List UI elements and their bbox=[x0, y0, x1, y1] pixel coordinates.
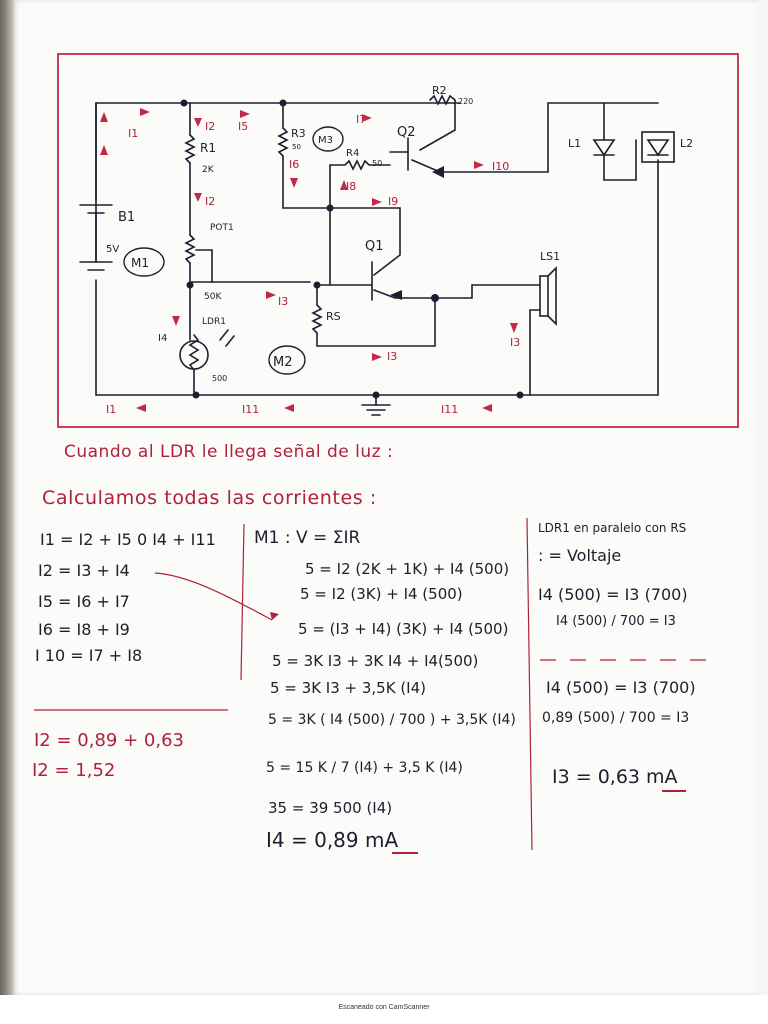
right-result-i3: I3 = 0,63 mA bbox=[552, 766, 678, 788]
label-r3-value: 50 bbox=[292, 143, 301, 151]
mid-equation-8: 35 = 39 500 (I4) bbox=[268, 799, 393, 817]
right-title: LDR1 en paralelo con RS bbox=[538, 521, 687, 535]
right-subtitle: : = Voltaje bbox=[538, 546, 622, 565]
label-q2: Q2 bbox=[397, 125, 416, 140]
left-equation-5: I 10 = I7 + I8 bbox=[35, 646, 143, 665]
left-result-1: I2 = 0,89 + 0,63 bbox=[34, 730, 184, 751]
current-i3-bottom: I3 bbox=[387, 350, 397, 363]
label-r4: R4 bbox=[346, 148, 359, 159]
scan-bottom-bar bbox=[0, 995, 768, 1024]
label-ls1: LS1 bbox=[540, 250, 560, 263]
scanner-page-edge bbox=[0, 0, 14, 995]
label-b1: B1 bbox=[118, 210, 135, 225]
current-i2-mid: I2 bbox=[205, 195, 215, 208]
label-ldr1-value: 500 bbox=[212, 374, 227, 383]
label-b1-value: 5V bbox=[106, 244, 119, 255]
mid-equation-7: 5 = 15 K / 7 (I4) + 3,5 K (I4) bbox=[266, 760, 463, 776]
right-equation-3: I4 (500) = I3 (700) bbox=[546, 678, 696, 697]
current-i3-right: I3 bbox=[510, 336, 520, 349]
mid-equation-3: 5 = (I3 + I4) (3K) + I4 (500) bbox=[298, 620, 509, 638]
scanner-watermark: Escaneado con CamScanner bbox=[338, 1004, 430, 1011]
label-l2: L2 bbox=[680, 137, 693, 150]
current-i8: I8 bbox=[346, 180, 356, 193]
left-equation-3: I5 = I6 + I7 bbox=[38, 592, 130, 611]
current-i1-top: I1 bbox=[128, 127, 138, 140]
label-r2-value: 220 bbox=[458, 97, 473, 106]
label-r2: R2 bbox=[432, 84, 447, 97]
mid-equation-6: 5 = 3K ( I4 (500) / 700 ) + 3,5K (I4) bbox=[268, 712, 516, 728]
left-equation-2: I2 = I3 + I4 bbox=[38, 561, 130, 580]
label-m1: M1 bbox=[131, 256, 149, 270]
mid-result-underline bbox=[392, 852, 418, 854]
heading-calculate-currents: Calculamos todas las corrientes : bbox=[42, 487, 377, 509]
scanned-paper bbox=[14, 0, 758, 995]
current-i5: I5 bbox=[238, 120, 248, 133]
current-i2-top: I2 bbox=[205, 120, 215, 133]
mid-title: M1 : V = ΣIR bbox=[254, 528, 361, 548]
current-i1-bottom: I1 bbox=[106, 403, 116, 416]
right-equation-4: 0,89 (500) / 700 = I3 bbox=[542, 710, 690, 726]
current-i6: I6 bbox=[289, 158, 299, 171]
label-i4-schematic: I4 bbox=[158, 333, 167, 344]
mid-equation-5: 5 = 3K I3 + 3,5K (I4) bbox=[270, 679, 426, 697]
label-m2: M2 bbox=[273, 355, 293, 370]
current-i11-right: I11 bbox=[441, 403, 458, 416]
label-m3: M3 bbox=[318, 135, 333, 146]
right-equation-2: I4 (500) / 700 = I3 bbox=[556, 614, 676, 629]
mid-result-i4: I4 = 0,89 mA bbox=[266, 828, 399, 852]
left-equation-4: I6 = I8 + I9 bbox=[38, 620, 130, 639]
label-pot1: POT1 bbox=[210, 223, 234, 233]
current-i9: I9 bbox=[388, 195, 398, 208]
circuit-schematic: R2 220 R1 2K R3 50 M3 R4 50 Q2 L1 L2 B1 … bbox=[57, 53, 739, 428]
label-r1-value: 2K bbox=[202, 165, 215, 175]
label-l1: L1 bbox=[568, 137, 581, 150]
label-ldr1: LDR1 bbox=[202, 317, 226, 327]
current-i3-mid: I3 bbox=[278, 295, 288, 308]
heading-light-signal: Cuando al LDR le llega señal de luz : bbox=[64, 442, 394, 462]
current-i10: I10 bbox=[492, 160, 509, 173]
current-i7: I7 bbox=[356, 113, 366, 126]
mid-equation-2: 5 = I2 (3K) + I4 (500) bbox=[300, 585, 463, 603]
left-equation-1: I1 = I2 + I5 0 I4 + I11 bbox=[40, 530, 216, 549]
right-result-underline bbox=[662, 790, 686, 792]
mid-equation-4: 5 = 3K I3 + 3K I4 + I4(500) bbox=[272, 652, 479, 670]
label-r1: R1 bbox=[200, 141, 216, 155]
label-q1: Q1 bbox=[365, 239, 384, 254]
right-equation-1: I4 (500) = I3 (700) bbox=[538, 585, 688, 604]
current-i11-mid: I11 bbox=[242, 403, 259, 416]
mid-equation-1: 5 = I2 (2K + 1K) + I4 (500) bbox=[305, 560, 510, 578]
column-dividers bbox=[34, 517, 720, 851]
label-r4-value: 50 bbox=[372, 159, 382, 168]
label-r3: R3 bbox=[291, 127, 306, 140]
label-rs: RS bbox=[326, 310, 341, 323]
label-pot1-value: 50K bbox=[204, 292, 222, 302]
left-result-2: I2 = 1,52 bbox=[32, 760, 116, 781]
